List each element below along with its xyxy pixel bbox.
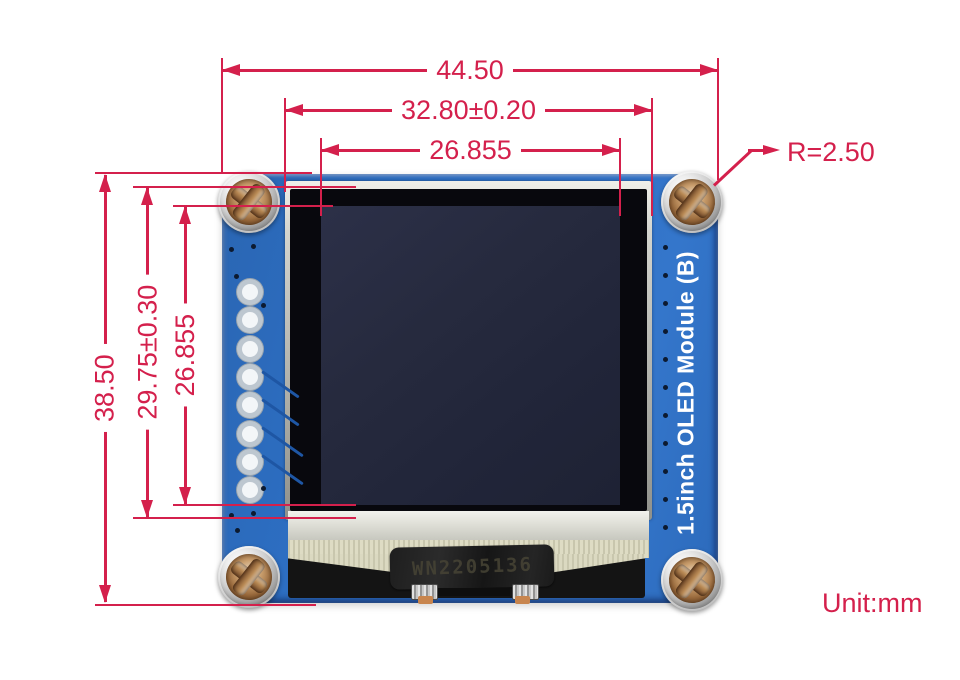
dim-label: 29.75±0.30 [129, 275, 165, 430]
via-dot [663, 441, 668, 446]
via-dot [663, 525, 668, 530]
screw-top-right [659, 169, 725, 235]
screw-bottom-right [659, 547, 725, 613]
dim-label: 38.50 [87, 344, 123, 433]
connector-marking: WN2205136 [411, 553, 533, 581]
dim-overall-height: 38.50 [87, 174, 123, 603]
oled-active-area [321, 206, 620, 505]
unit-note: Unit:mm [822, 588, 923, 618]
via-dot [251, 244, 256, 249]
extension-line [173, 205, 333, 207]
arrow-up-icon [141, 187, 153, 205]
screw-top-left [216, 169, 282, 235]
solder-pad-left [418, 596, 433, 604]
via-dot [229, 513, 234, 518]
dim-glass-height: 29.75±0.30 [129, 187, 165, 518]
dim-active-height: 26.855 [167, 206, 203, 505]
via-dot [251, 511, 256, 516]
connector-bar [436, 588, 510, 596]
radius-leader-line [748, 149, 764, 152]
via-dot [663, 413, 668, 418]
extension-line [173, 504, 356, 506]
arrow-up-icon [179, 206, 191, 224]
dim-label: 44.50 [427, 54, 513, 86]
via-dot [234, 274, 239, 279]
extension-line [95, 604, 316, 606]
pin-pad [242, 454, 258, 470]
dim-label: 26.855 [420, 134, 521, 166]
arrow-left-icon [321, 144, 339, 156]
extension-line [133, 186, 356, 188]
via-dot [663, 273, 668, 278]
extension-line [133, 517, 356, 519]
arrow-right-icon [763, 145, 780, 155]
extension-line [651, 98, 653, 216]
extension-line [284, 98, 286, 192]
arrow-up-icon [99, 174, 111, 192]
via-dot [663, 329, 668, 334]
dim-overall-width: 44.50 [222, 54, 718, 86]
arrow-right-icon [602, 144, 620, 156]
extension-line [95, 172, 312, 174]
arrow-down-icon [99, 585, 111, 603]
pin-pad [242, 284, 258, 300]
extension-line [619, 138, 621, 216]
dim-label: 32.80±0.20 [392, 94, 545, 126]
arrow-down-icon [141, 500, 153, 518]
arrow-left-icon [285, 104, 303, 116]
pin-pad [242, 369, 258, 385]
arrow-right-icon [634, 104, 652, 116]
via-dot [235, 528, 240, 533]
arrow-down-icon [179, 487, 191, 505]
pin-pad [242, 312, 258, 328]
pin-pad [242, 426, 258, 442]
via-dot [663, 497, 668, 502]
via-dot [663, 357, 668, 362]
via-dot [663, 301, 668, 306]
via-dot [229, 247, 234, 252]
via-dot [261, 303, 266, 308]
pin-pad [242, 397, 258, 413]
dim-active-width: 26.855 [321, 134, 620, 166]
extension-line [221, 58, 223, 172]
via-dot [663, 245, 668, 250]
dim-glass-width: 32.80±0.20 [285, 94, 652, 126]
via-dot [663, 469, 668, 474]
pcb-board: WN2205136 [222, 174, 718, 604]
via-dot [261, 486, 266, 491]
pin-pad [242, 341, 258, 357]
pin-pad [242, 482, 258, 498]
extension-line [320, 138, 322, 216]
extension-line [717, 58, 719, 180]
radius-label: R=2.50 [787, 137, 875, 167]
module-side-label: 1.5inch OLED Module (B) [672, 251, 699, 535]
solder-pad-right [515, 596, 530, 604]
dim-label: 26.855 [167, 304, 203, 407]
panel-bottom-edge [288, 511, 649, 542]
flex-connector-rubber: WN2205136 [389, 544, 555, 590]
arrow-right-icon [700, 64, 718, 76]
via-dot [663, 385, 668, 390]
screw-bottom-left [216, 544, 282, 610]
arrow-left-icon [222, 64, 240, 76]
